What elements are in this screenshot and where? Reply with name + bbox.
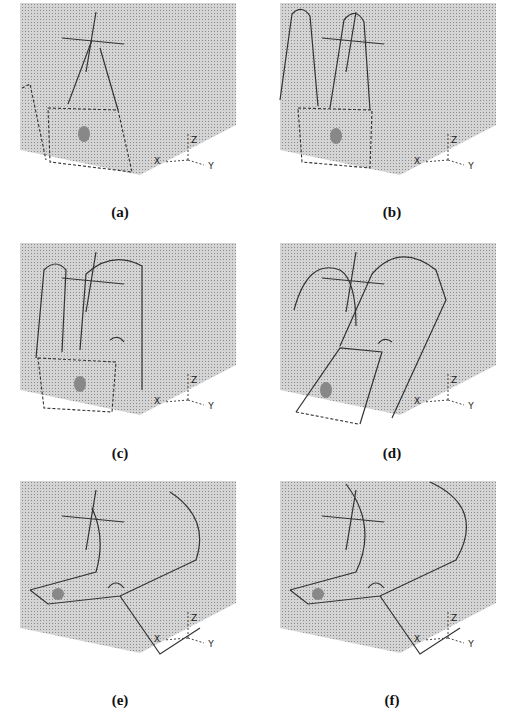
profile-line xyxy=(68,40,92,104)
profile-line xyxy=(80,260,142,390)
axis-label: X xyxy=(154,156,160,166)
axis-label: Y xyxy=(208,639,214,649)
axis-label: Y xyxy=(468,161,474,171)
panel-a xyxy=(20,3,236,175)
panel-b xyxy=(280,3,496,175)
axis-label: Z xyxy=(191,613,197,623)
profile-line xyxy=(38,358,116,412)
axis-label: Y xyxy=(468,639,474,649)
axis-label: X xyxy=(414,634,420,644)
panel-caption: (a) xyxy=(111,204,129,221)
profile-line xyxy=(48,108,132,172)
profile-line xyxy=(368,583,384,588)
profile-line xyxy=(290,560,456,604)
profile-line xyxy=(30,508,100,590)
axis-label: X xyxy=(414,156,420,166)
profile-line xyxy=(296,348,382,424)
panel-caption: (d) xyxy=(383,445,401,462)
profile-line xyxy=(296,412,358,424)
hole-blob xyxy=(320,382,332,398)
axis-label: Z xyxy=(191,135,197,145)
axis-label: Y xyxy=(208,401,214,411)
axis-label: X xyxy=(154,396,160,406)
hole-blob xyxy=(312,588,324,600)
profile-line xyxy=(22,84,46,160)
profile-line xyxy=(378,339,392,344)
profile-line xyxy=(100,48,118,110)
panel-f xyxy=(280,481,496,654)
panel-caption: (e) xyxy=(112,692,129,709)
profile-line xyxy=(170,492,200,560)
profile-line xyxy=(298,108,372,168)
panel-caption: (f) xyxy=(385,692,400,709)
profile-line xyxy=(290,484,365,590)
profile-line xyxy=(108,583,124,588)
profile-line xyxy=(30,560,196,604)
panel-caption: (b) xyxy=(383,204,401,221)
profile-line xyxy=(330,13,370,110)
profile-line xyxy=(110,337,124,342)
axis-label: Z xyxy=(451,613,457,623)
hole-blob xyxy=(74,376,86,392)
panel-caption: (c) xyxy=(112,445,129,462)
axis-label: Z xyxy=(451,135,457,145)
profile-line xyxy=(294,268,356,326)
hole-blob xyxy=(52,588,64,600)
hole-blob xyxy=(330,128,342,144)
axis-label: Z xyxy=(451,375,457,385)
panel-e xyxy=(20,481,236,654)
axis-label: Z xyxy=(191,375,197,385)
axis-label: X xyxy=(414,396,420,406)
panel-d xyxy=(280,243,496,424)
profile-line xyxy=(430,482,466,560)
panel-c xyxy=(20,243,236,415)
profile-line xyxy=(280,9,318,106)
axis-label: Y xyxy=(208,161,214,171)
hole-blob xyxy=(78,126,90,142)
axis-label: X xyxy=(154,634,160,644)
profile-line xyxy=(36,264,66,358)
axis-label: Y xyxy=(468,401,474,411)
